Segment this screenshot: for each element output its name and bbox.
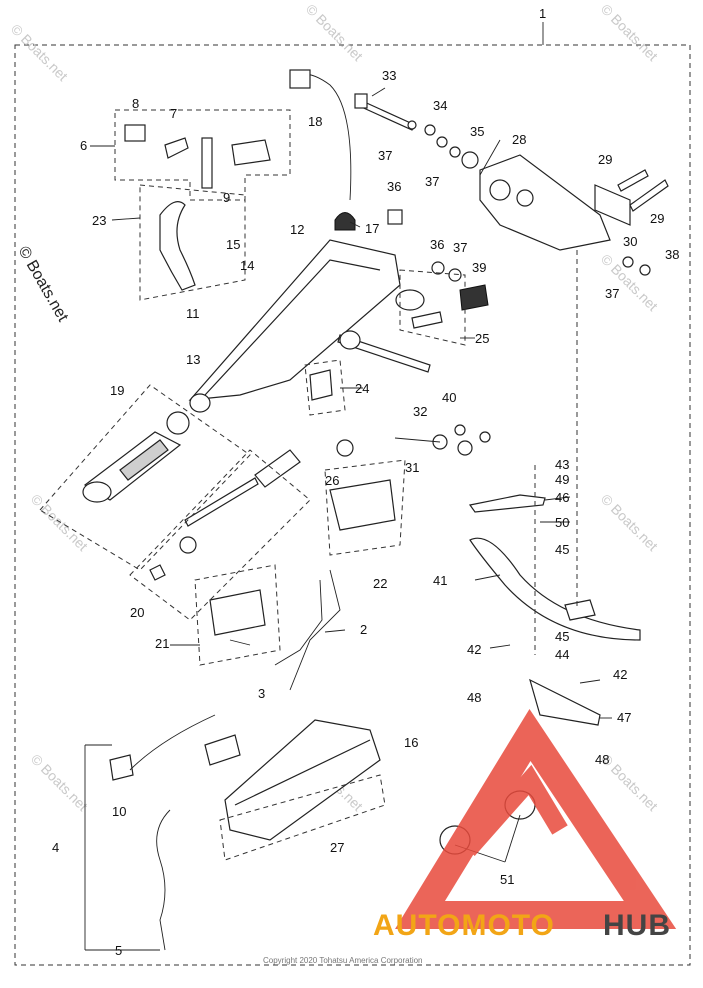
callout-4: 4 — [52, 840, 59, 855]
assembly-border — [14, 44, 691, 966]
callouts: 1 2 3 4 5 6 7 8 9 10 11 12 13 14 15 16 1… — [52, 6, 679, 958]
callout-28: 28 — [512, 132, 526, 147]
callout-29b: 29 — [650, 211, 664, 226]
callout-49: 49 — [555, 472, 569, 487]
callout-10: 10 — [112, 804, 126, 819]
assembly-groups — [39, 109, 466, 951]
callout-36a: 36 — [387, 179, 401, 194]
callout-50: 50 — [555, 515, 569, 530]
callout-37a: 37 — [378, 148, 392, 163]
callout-12: 12 — [290, 222, 304, 237]
callout-36b: 36 — [430, 237, 444, 252]
callout-3: 3 — [258, 686, 265, 701]
callout-15: 15 — [226, 237, 240, 252]
callout-40: 40 — [442, 390, 456, 405]
callout-29a: 29 — [598, 152, 612, 167]
callout-17: 17 — [365, 221, 379, 236]
brand-wordmark: AUTOMOTO HUB — [373, 909, 671, 942]
callout-41: 41 — [433, 573, 447, 588]
callout-1: 1 — [539, 6, 546, 21]
callout-37c: 37 — [453, 240, 467, 255]
watermark-faint: © Boats.net — [303, 1, 366, 64]
watermark-faint: © Boats.net — [28, 491, 91, 554]
copyright-text: Copyright 2020 Tohatsu America Corporati… — [263, 956, 423, 965]
callout-34: 34 — [433, 98, 447, 113]
watermark-group: © Boats.net © Boats.net © Boats.net © Bo… — [8, 1, 661, 814]
brand-logo — [395, 708, 677, 929]
callout-48a: 48 — [467, 690, 481, 705]
callout-45b: 45 — [555, 629, 569, 644]
callout-26: 26 — [325, 473, 339, 488]
watermark-faint: © Boats.net — [598, 491, 661, 554]
callout-2: 2 — [360, 622, 367, 637]
brand-text-hub: HUB — [603, 909, 671, 942]
callout-43: 43 — [555, 457, 569, 472]
callout-24: 24 — [355, 381, 369, 396]
callout-18: 18 — [308, 114, 322, 129]
callout-6: 6 — [80, 138, 87, 153]
callout-20: 20 — [130, 605, 144, 620]
callout-39: 39 — [472, 260, 486, 275]
callout-14: 14 — [240, 258, 254, 273]
callout-47: 47 — [617, 710, 631, 725]
callout-7: 7 — [170, 106, 177, 121]
callout-16: 16 — [404, 735, 418, 750]
watermark-main: © Boats.net — [15, 244, 72, 326]
brand-text-automoto: AUTOMOTO — [373, 909, 555, 942]
callout-8: 8 — [132, 96, 139, 111]
watermark-faint: © Boats.net — [28, 751, 91, 814]
callout-37d: 37 — [605, 286, 619, 301]
callout-30: 30 — [623, 234, 637, 249]
callout-38: 38 — [665, 247, 679, 262]
callout-48b: 48 — [595, 752, 609, 767]
callout-44: 44 — [555, 647, 569, 662]
callout-46: 46 — [555, 490, 569, 505]
callout-42b: 42 — [613, 667, 627, 682]
callout-9: 9 — [223, 190, 230, 205]
callout-22: 22 — [373, 576, 387, 591]
callout-13: 13 — [186, 352, 200, 367]
callout-23: 23 — [92, 213, 106, 228]
callout-45a: 45 — [555, 542, 569, 557]
callout-11: 11 — [186, 306, 200, 321]
callout-51: 51 — [500, 872, 514, 887]
watermark-faint: © Boats.net — [8, 21, 71, 84]
callout-27: 27 — [330, 840, 344, 855]
callout-25: 25 — [475, 331, 489, 346]
logo-triangle-inner — [461, 764, 568, 856]
callout-42a: 42 — [467, 642, 481, 657]
callout-31: 31 — [405, 460, 419, 475]
callout-21: 21 — [155, 636, 169, 651]
logo-triangle-outer — [395, 708, 677, 929]
callout-35: 35 — [470, 124, 484, 139]
callout-32: 32 — [413, 404, 427, 419]
callout-19: 19 — [110, 383, 124, 398]
callout-33: 33 — [382, 68, 396, 83]
callout-37b: 37 — [425, 174, 439, 189]
callout-5: 5 — [115, 943, 122, 958]
watermark-faint: © Boats.net — [598, 1, 661, 64]
